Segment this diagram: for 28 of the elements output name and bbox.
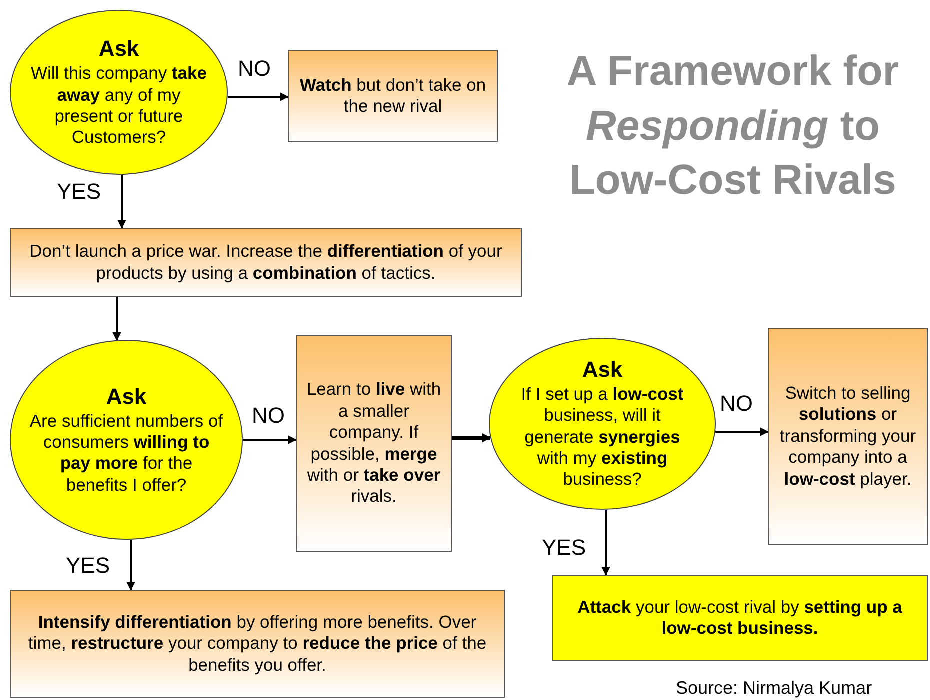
decision-heading: Ask <box>98 36 140 64</box>
arrow <box>126 540 136 591</box>
title: A Framework for Responding to Low-Cost Rivals <box>566 46 900 206</box>
box-text: Attack your low-cost rival by setting up a low-cost business. <box>576 596 904 640</box>
arrow <box>716 428 769 436</box>
arrow <box>228 92 289 102</box>
arrow <box>112 297 122 342</box>
box-text: Watch but don’t take on the new rival <box>298 74 488 118</box>
process-box <box>288 50 498 142</box>
box-text: Intensify differentiation by offering more benefits. Over time, restructure your company to reduce the price of the benefits you offer. <box>27 612 488 676</box>
box-text: Learn to live with a smaller company. If possible, merge with or take over rivals. <box>306 379 442 508</box>
process-box <box>10 590 505 698</box>
box-text: Don’t launch a price war. Increase the differentiation of your products by using a combination of tactics. <box>28 241 504 284</box>
arrow <box>452 434 492 442</box>
process-box <box>296 335 452 552</box>
source-note: Source: Nirmalya Kumar <box>676 678 872 699</box>
process-box <box>768 328 928 545</box>
decision-heading: Ask <box>106 384 147 411</box>
box-text: Are sufficient numbers of consumers willing to pay more for the benefits I offer? <box>29 410 224 496</box>
process-box <box>552 575 928 661</box>
process-box <box>10 228 522 297</box>
box-text: Will this company take away any of my present or future Customers? <box>30 63 208 149</box>
box-text: If I set up a low-cost business, will it generate synergies with my existing business? <box>520 384 685 491</box>
arrow <box>602 510 610 576</box>
arrow <box>243 436 297 444</box>
decision-heading: Ask <box>582 357 623 384</box>
box-text: Switch to selling solutions or transforming your company into a low-cost player. <box>778 383 918 490</box>
arrow <box>118 174 126 229</box>
